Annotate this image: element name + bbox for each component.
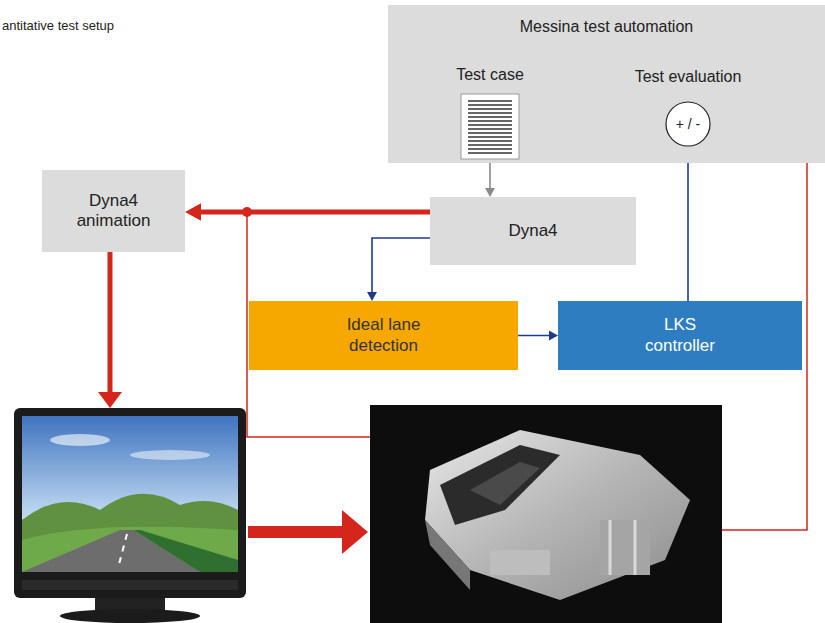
simulation-box: Dyna4: [430, 197, 636, 265]
test-evaluation: Test evaluation + / -: [628, 67, 748, 147]
connector: [518, 331, 558, 341]
connector-line: [372, 238, 430, 294]
arrow-head: [549, 331, 558, 341]
box-label: Ideal lane detection: [324, 315, 444, 356]
connector-line: [198, 210, 430, 215]
arrow-head: [485, 188, 495, 197]
document-line: [468, 120, 512, 121]
document-line: [468, 128, 512, 129]
box-label: LKS controller: [635, 315, 725, 356]
video-signal: [98, 252, 122, 408]
connector-line: [489, 160, 491, 190]
image-arrow: [248, 510, 368, 554]
eval-label: Test evaluation: [628, 67, 748, 86]
connector: [185, 203, 430, 221]
controller-box: LKS controller: [558, 301, 802, 370]
document-line: [468, 144, 512, 145]
document-page: [461, 94, 519, 159]
circle-shape: [666, 102, 710, 146]
document-icon: [460, 93, 520, 160]
test-case: Test case: [440, 65, 540, 160]
document-line: [468, 108, 512, 109]
document-line: [468, 136, 512, 137]
document-line: [468, 104, 512, 105]
automation-panel: Messina test automationTest case Test eva…: [388, 5, 825, 163]
detection-box: Ideal lane detection: [249, 301, 518, 370]
connector: [367, 238, 430, 301]
compare-sign: + / -: [676, 116, 701, 133]
connector-line: [687, 154, 689, 301]
document-line: [468, 112, 512, 113]
figure-title: antitative test setup: [2, 18, 114, 33]
connector: [485, 160, 495, 197]
animation-box: Dyna4 animation: [42, 170, 185, 252]
document-line: [468, 116, 512, 117]
document-line: [468, 132, 512, 133]
doc-label: Test case: [440, 65, 540, 84]
box-label: Dyna4: [508, 221, 557, 241]
document-line: [468, 148, 512, 149]
document-line: [468, 124, 512, 125]
document-line: [468, 152, 512, 153]
arrow-head: [185, 203, 201, 221]
box-label: Dyna4 animation: [64, 191, 164, 232]
panel-heading: Messina test automation: [388, 5, 825, 36]
document-line: [468, 140, 512, 141]
monitor: [14, 408, 246, 623]
connector: [683, 147, 693, 301]
camera-photo: [370, 405, 722, 623]
arrow-head: [367, 292, 377, 301]
connector-line: [518, 335, 551, 337]
document-line: [468, 100, 512, 101]
compare-circle: + / -: [665, 101, 711, 147]
